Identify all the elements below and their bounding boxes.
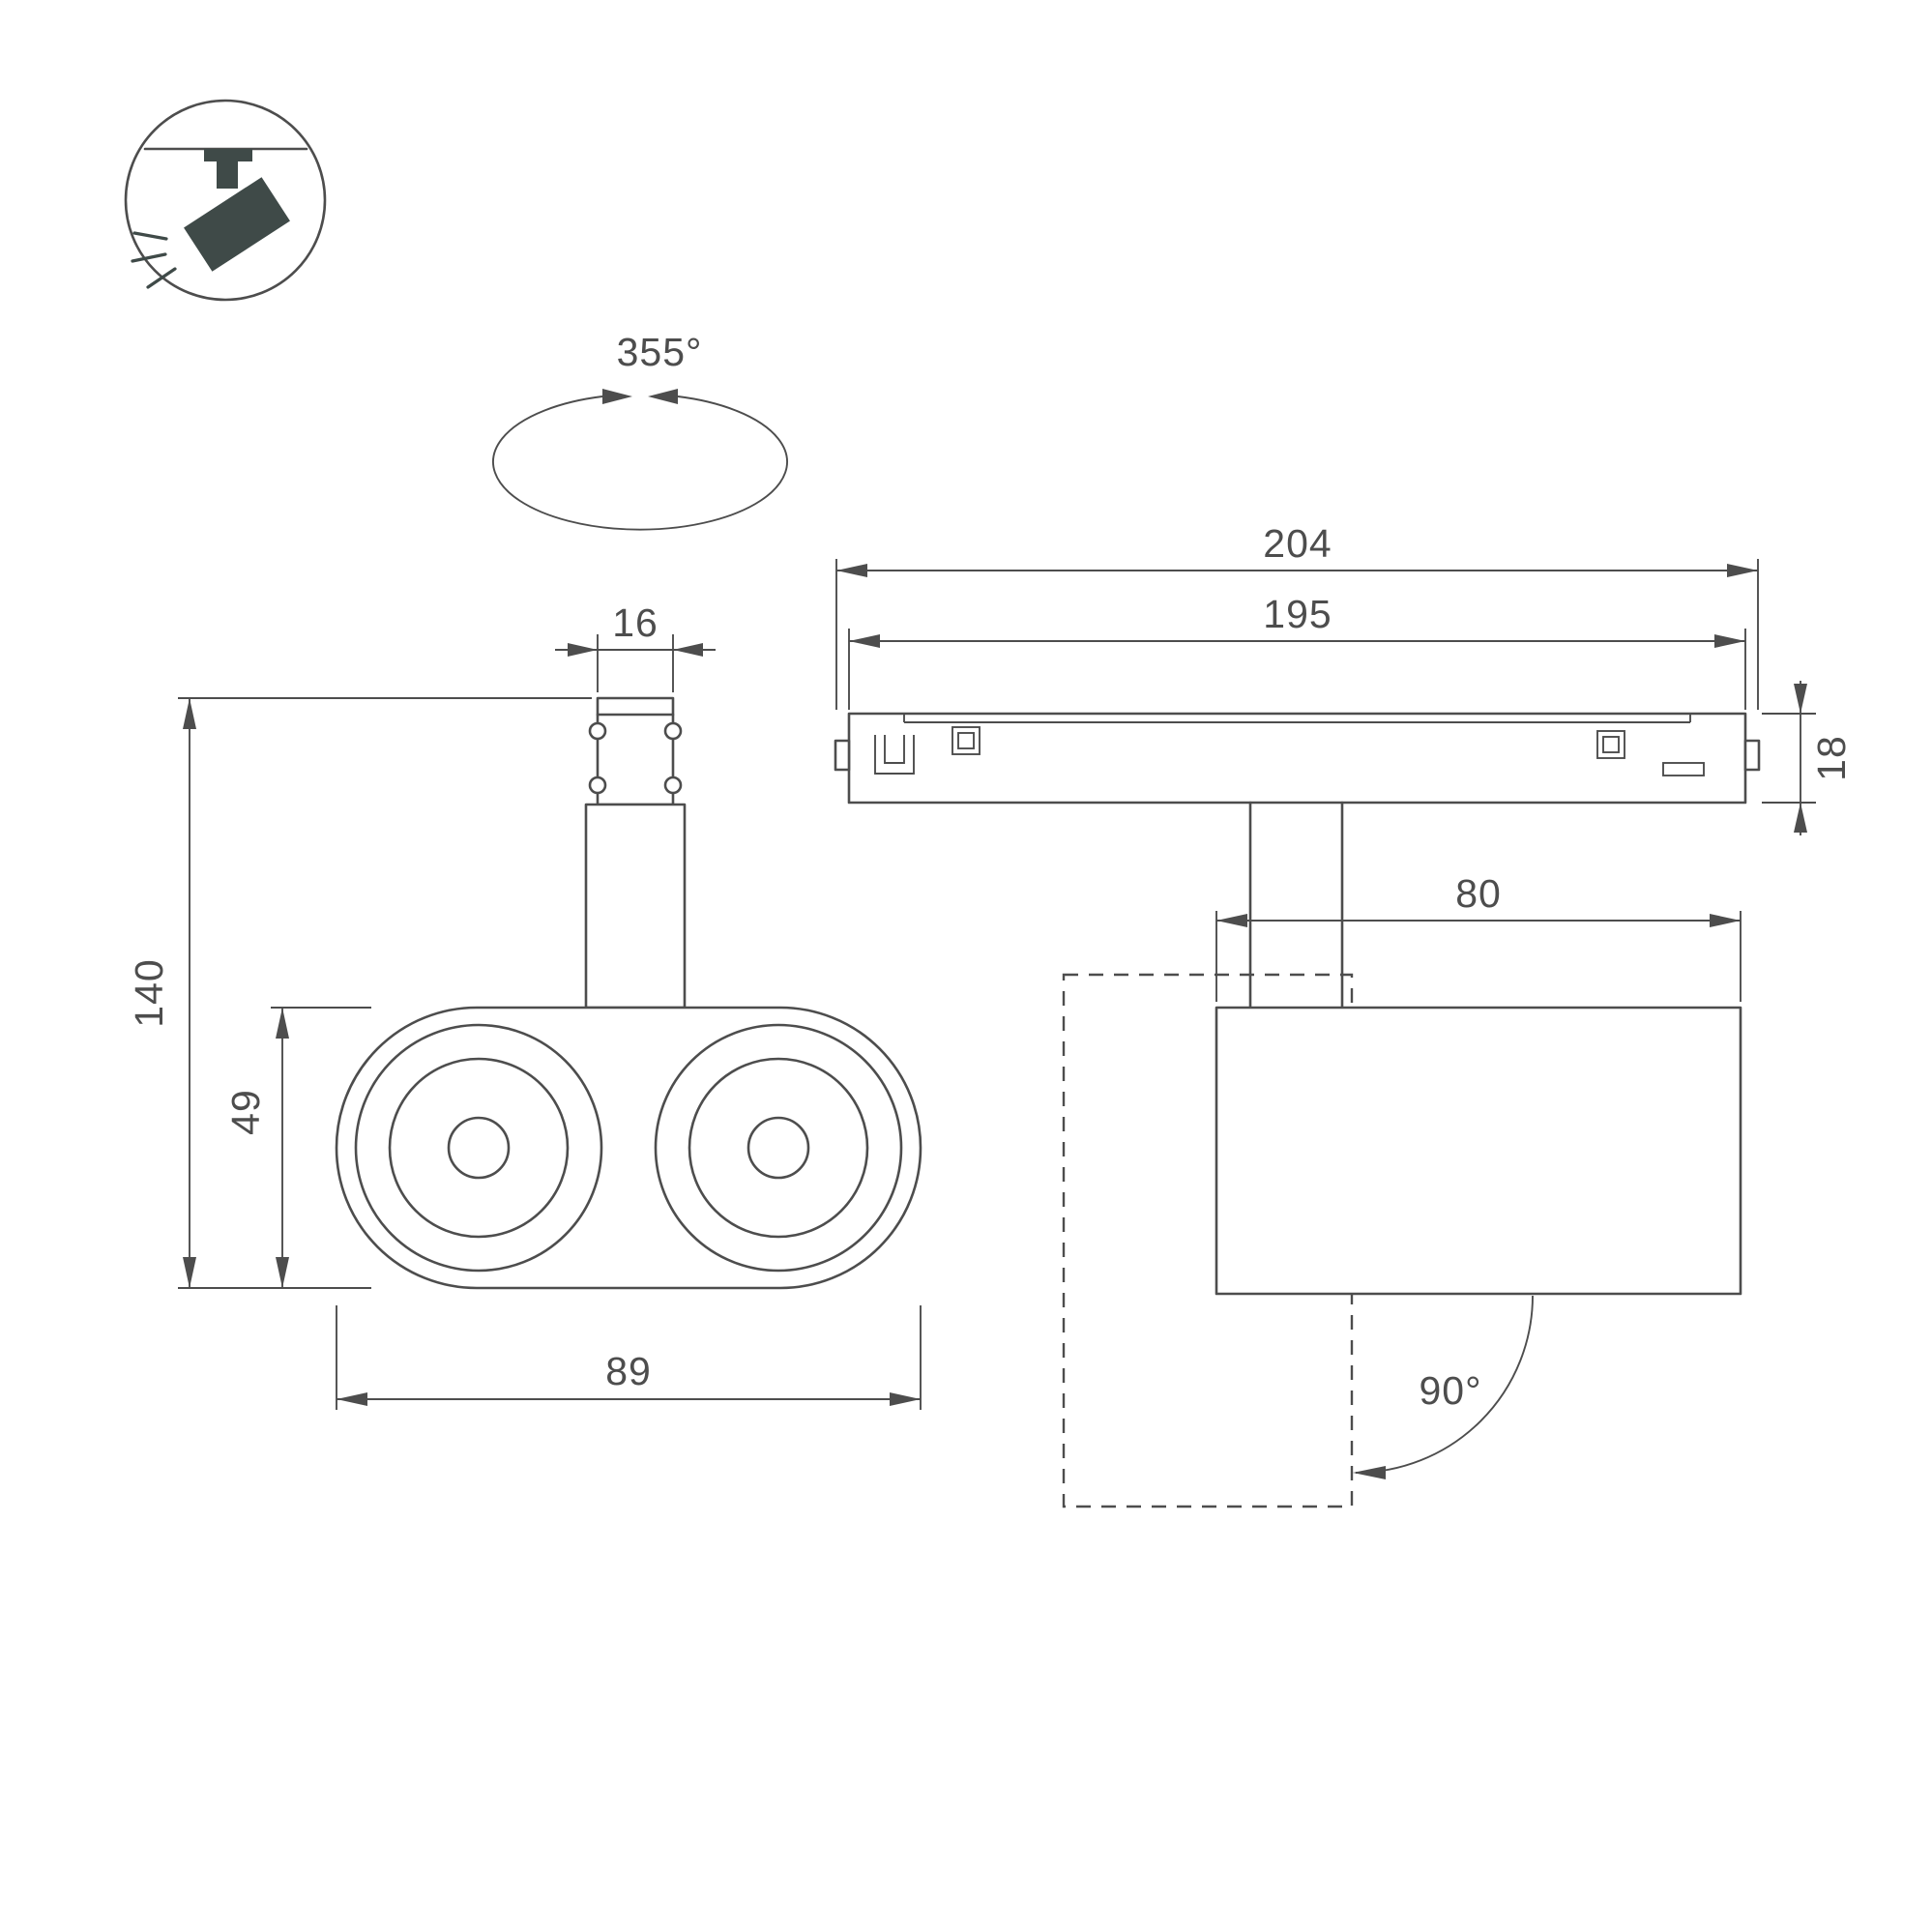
light-ray-icon xyxy=(131,252,167,263)
dim-label-track-length-inner: 195 xyxy=(1263,592,1332,636)
pan-rotation-indicator: 355° xyxy=(492,330,788,531)
spot-left-reflector xyxy=(388,1057,570,1239)
dim-label-track-length-overall: 204 xyxy=(1263,521,1332,566)
dim-label-body-depth: 80 xyxy=(1455,871,1502,916)
tilt-arrow xyxy=(1353,1466,1386,1479)
dimension-arrow xyxy=(890,1392,921,1406)
rail-clip-outer xyxy=(874,735,915,775)
dimension-arrow xyxy=(183,1257,196,1288)
tilt-rotation-label: 90° xyxy=(1419,1368,1481,1413)
spot-right-led xyxy=(746,1116,810,1180)
dimension-arrow xyxy=(1727,564,1758,577)
tilt-rotation-indicator: 90° xyxy=(1353,1295,1534,1479)
front-view xyxy=(335,696,922,1290)
rail-contact-inner xyxy=(957,732,975,749)
rotation-ellipse xyxy=(492,395,788,531)
dimension-arrow xyxy=(673,643,703,657)
side-view xyxy=(834,712,1761,1508)
stem xyxy=(584,803,687,1010)
dim-track-length-overall: 204 xyxy=(835,521,1759,710)
dim-label-body-width: 89 xyxy=(605,1349,652,1393)
luminaire-body-side xyxy=(1215,1006,1742,1296)
track-stub xyxy=(204,149,252,161)
dim-overall-height: 140 xyxy=(127,697,592,1289)
dim-body-height: 49 xyxy=(223,1007,371,1288)
dim-body-width: 89 xyxy=(336,1305,922,1410)
adapter-screw xyxy=(663,776,683,795)
luminaire-body-front xyxy=(335,1006,922,1290)
spot-right-outer-ring xyxy=(654,1023,903,1273)
rail-clip-inner xyxy=(884,735,905,764)
spotlight-body-icon xyxy=(184,177,290,272)
dimension-arrow xyxy=(836,564,867,577)
track-stub-neck xyxy=(217,160,238,189)
dimension-arrow xyxy=(276,1257,289,1288)
dimension-arrow xyxy=(849,634,880,648)
adapter-screw xyxy=(588,776,607,795)
dimension-arrow xyxy=(1216,914,1247,927)
dim-track-length-inner: 195 xyxy=(848,592,1746,710)
adapter-screw xyxy=(663,721,683,741)
dimension-arrow xyxy=(183,698,196,729)
dim-label-overall-height: 140 xyxy=(127,958,171,1027)
spot-left-outer-ring xyxy=(354,1023,603,1273)
dimension-arrow xyxy=(337,1392,367,1406)
icon-badge-circle xyxy=(124,99,327,302)
spot-left-led xyxy=(447,1116,511,1180)
dimension-arrow xyxy=(276,1008,289,1039)
tilt-arc xyxy=(1355,1295,1534,1474)
dimension-arrow xyxy=(568,643,598,657)
rail-end-pin xyxy=(834,739,851,772)
pan-rotation-label: 355° xyxy=(617,330,703,374)
rotation-arrow xyxy=(602,389,632,404)
rail-contact-block xyxy=(951,726,981,755)
light-ray-icon xyxy=(132,231,168,241)
dimension-arrow xyxy=(1794,684,1807,714)
adapter-screw xyxy=(588,721,607,741)
dimension-arrow xyxy=(1794,803,1807,833)
rail-contact-inner xyxy=(1602,736,1620,753)
track-rail xyxy=(847,712,1747,805)
dim-body-depth: 80 xyxy=(1215,871,1742,1002)
light-ray-icon xyxy=(146,267,177,289)
rail-contact-block xyxy=(1596,730,1625,759)
rail-slot xyxy=(1662,762,1705,776)
rotation-arrow xyxy=(648,389,678,404)
dimension-arrow xyxy=(1710,914,1741,927)
rail-end-pin xyxy=(1743,739,1761,772)
dim-label-body-height: 49 xyxy=(223,1089,268,1135)
dim-label-adapter-width: 16 xyxy=(612,600,659,645)
dim-adapter-width: 16 xyxy=(555,600,716,692)
dim-track-height: 18 xyxy=(1762,681,1854,835)
dim-label-track-height: 18 xyxy=(1809,735,1854,781)
dimension-arrow xyxy=(1714,634,1745,648)
mounting-type-icon xyxy=(124,99,327,302)
track-adapter xyxy=(596,696,675,806)
spot-right-reflector xyxy=(688,1057,869,1239)
